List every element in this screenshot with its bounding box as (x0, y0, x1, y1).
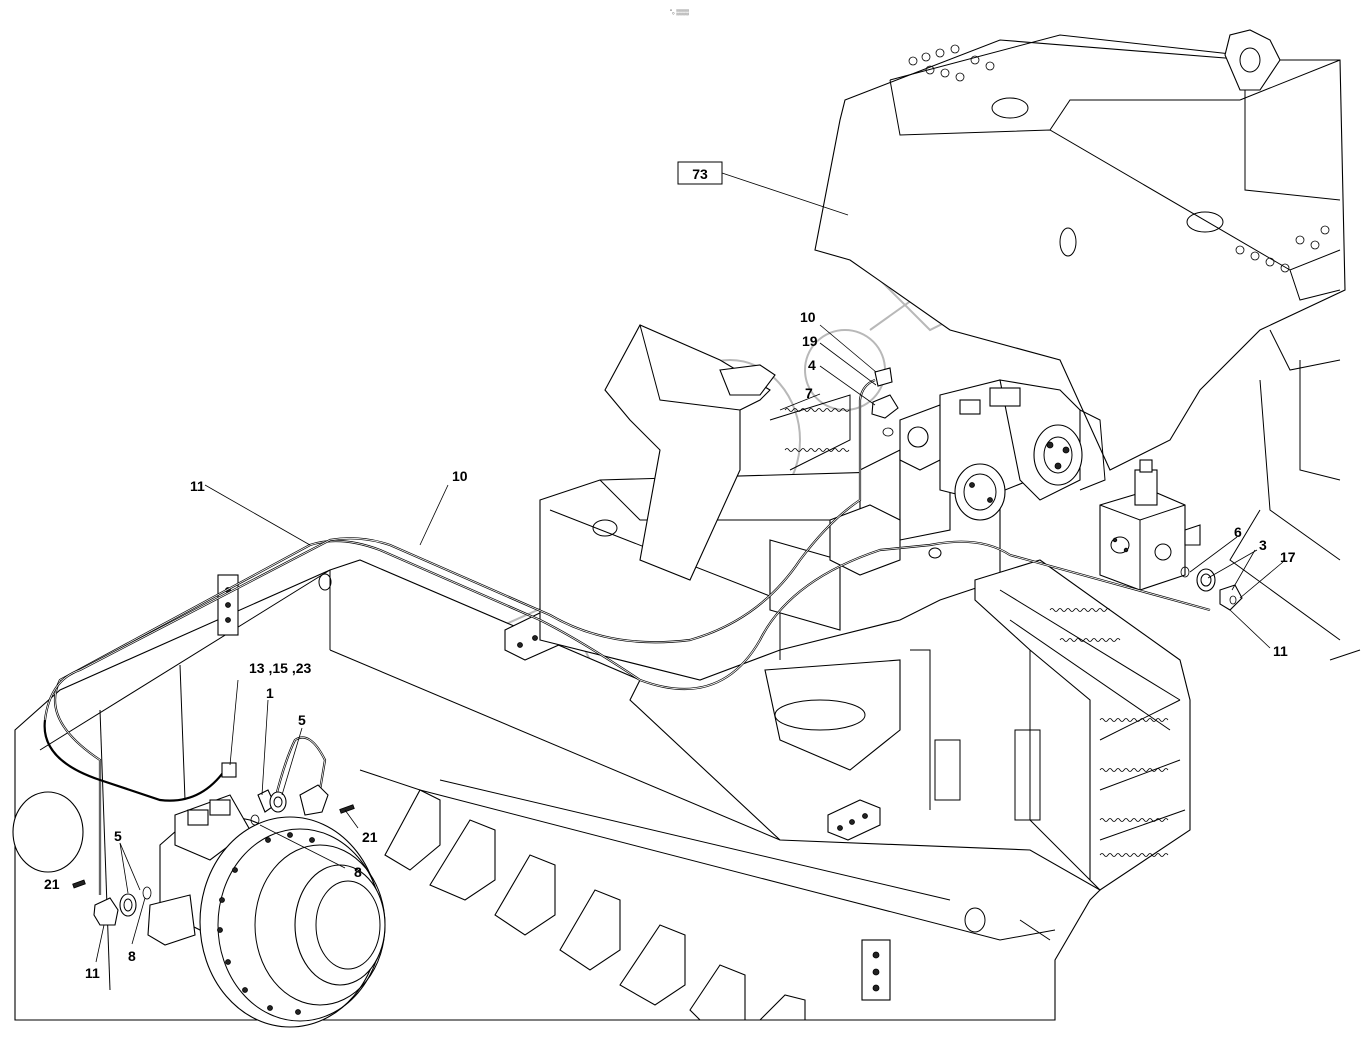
callout-3: 3 (1259, 537, 1267, 553)
callout-19: 19 (802, 333, 818, 349)
callout-6: 6 (1234, 524, 1242, 540)
callout-11-right: 11 (1273, 643, 1288, 659)
callout-8-low: 8 (128, 948, 136, 964)
callout-7: 7 (805, 385, 813, 401)
callout-13-15-23: 13 ,15 ,23 (249, 660, 311, 676)
callout-10-mid: 10 (452, 468, 468, 484)
valve-block (1099, 459, 1201, 591)
callout-21-mid: 21 (362, 829, 378, 845)
reference-box-label: 73 (692, 166, 708, 182)
callout-21-left: 21 (44, 876, 60, 892)
callout-1: 1 (266, 685, 274, 701)
callout-5-left: 5 (114, 828, 122, 844)
upper-housing (604, 324, 851, 581)
track-lugs (384, 789, 806, 1021)
callout-5-mid: 5 (298, 712, 306, 728)
callout-11-top: 11 (190, 478, 205, 494)
callout-17: 17 (1280, 549, 1296, 565)
motor-bolt-circle (217, 832, 315, 1015)
frame-holes-top (908, 44, 1330, 273)
callout-4: 4 (808, 357, 816, 373)
hydraulic-pump-assembly (829, 379, 1106, 576)
callout-10-top: 10 (800, 309, 816, 325)
callout-labels: 11 10 10 19 4 7 6 3 17 11 13 ,15 ,23 1 5… (44, 309, 1296, 981)
main-frame-73: 73 (677, 29, 1361, 661)
callout-11-bottom: 11 (85, 965, 100, 981)
leader-lines (95, 324, 1284, 963)
callout-8-mid: 8 (354, 864, 362, 880)
hydraulic-hoses (43, 378, 1211, 895)
travel-motor (147, 794, 386, 1028)
header-mark: "₀ ▒▒▒ (670, 9, 690, 16)
fittings (72, 367, 1243, 926)
